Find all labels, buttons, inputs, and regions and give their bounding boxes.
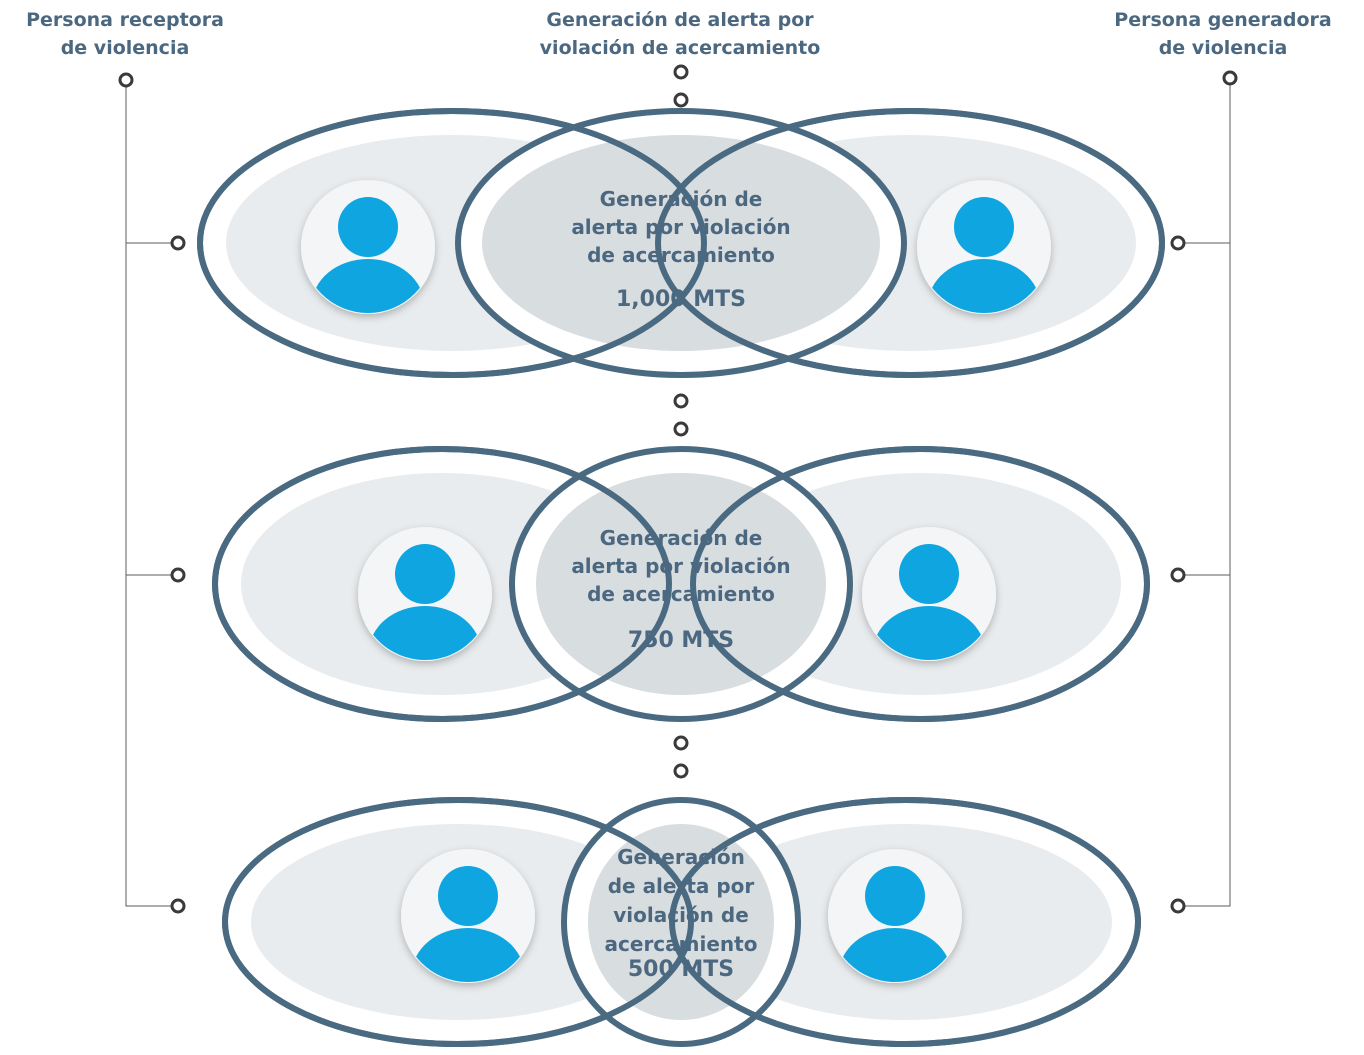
person-head (899, 544, 959, 604)
person-silhouette (369, 544, 481, 660)
alert-label-line: alerta por violación (571, 215, 790, 239)
person-silhouette (839, 866, 951, 982)
connector-node-icon (170, 898, 186, 914)
alert-zone (482, 135, 880, 351)
connector-node-icon (673, 393, 689, 409)
venn-row: Generación de alerta por violación de acerc… (222, 797, 1141, 1047)
alert-zone (588, 824, 774, 1020)
person-body (312, 259, 424, 313)
alert-label-line: Generación (617, 845, 745, 869)
alert-label-line: de acercamiento (587, 243, 775, 267)
alert-header-line-2: violación de acercamiento (539, 37, 821, 59)
receptor-header: Persona receptora de violencia (0, 6, 250, 62)
person-silhouette (873, 544, 985, 660)
distance-label: 500 MTS (628, 957, 734, 982)
person-silhouette (412, 866, 524, 982)
distance-label: 750 MTS (628, 628, 734, 653)
generator-header-line-2: de violencia (1158, 37, 1288, 59)
person-head (438, 866, 498, 926)
receptor-zone-outline (212, 446, 672, 722)
alert-label-line: violación de (613, 903, 749, 927)
receptor-zone-outline (197, 108, 707, 378)
connector-node-icon (673, 763, 689, 779)
person-head (338, 197, 398, 257)
connector-node-icon (1222, 70, 1238, 86)
connector-lines (118, 64, 1238, 914)
receptor-header-line-1: Persona receptora (26, 9, 224, 31)
person-silhouette (312, 197, 424, 313)
person-head (395, 544, 455, 604)
generator-connector-line (1184, 80, 1231, 907)
generator-header: Persona generadora de violencia (1092, 6, 1354, 62)
generator-zone-outline (655, 108, 1165, 378)
alert-label-line: Generación de (600, 187, 763, 211)
generator-header-line-1: Persona generadora (1114, 9, 1332, 31)
alert-label-line: de alerta por (608, 874, 755, 898)
person-body (928, 259, 1040, 313)
connector-node-icon (170, 235, 186, 251)
person-body (839, 928, 951, 982)
person-icon (828, 849, 962, 983)
connector-node-icon (1170, 898, 1186, 914)
person-icon (401, 849, 535, 983)
receptor-connector-line (125, 80, 172, 907)
person-icon (358, 527, 492, 661)
generator-zone-outline (690, 446, 1150, 722)
venn-row: Generación de alerta por violación de acer… (197, 108, 1165, 378)
receptor-zone-outline (222, 797, 694, 1047)
person-icon (301, 180, 435, 314)
connector-node-icon (673, 421, 689, 437)
alert-header-line-1: Generación de alerta por (546, 9, 814, 31)
venn-row: Generación de alerta por violación de acer… (212, 446, 1150, 722)
person-icon (917, 180, 1051, 314)
person-head (865, 866, 925, 926)
connector-node-icon (673, 735, 689, 751)
alert-header: Generación de alerta por violación de ac… (490, 6, 870, 62)
alert-label-line: Generación de (600, 526, 763, 550)
person-icon (862, 527, 996, 661)
distance-label: 1,000 MTS (616, 287, 746, 312)
person-head (954, 197, 1014, 257)
person-body (873, 606, 985, 660)
connector-node-icon (673, 92, 689, 108)
connector-node-icon (1170, 235, 1186, 251)
alert-label-line: alerta por violación (571, 554, 790, 578)
person-silhouette (928, 197, 1040, 313)
venn-rows: Generación de alerta por violación de acer… (197, 108, 1165, 1047)
alert-zone (536, 473, 826, 695)
receptor-header-line-2: de violencia (60, 37, 190, 59)
alert-label-line: acercamiento (605, 932, 758, 956)
generator-zone-outline (669, 797, 1141, 1047)
connector-node-icon (1170, 567, 1186, 583)
connector-node-icon (170, 567, 186, 583)
connector-node-icon (673, 64, 689, 80)
connector-node-icon (118, 72, 134, 88)
person-body (369, 606, 481, 660)
alert-label-line: de acercamiento (587, 582, 775, 606)
person-body (412, 928, 524, 982)
